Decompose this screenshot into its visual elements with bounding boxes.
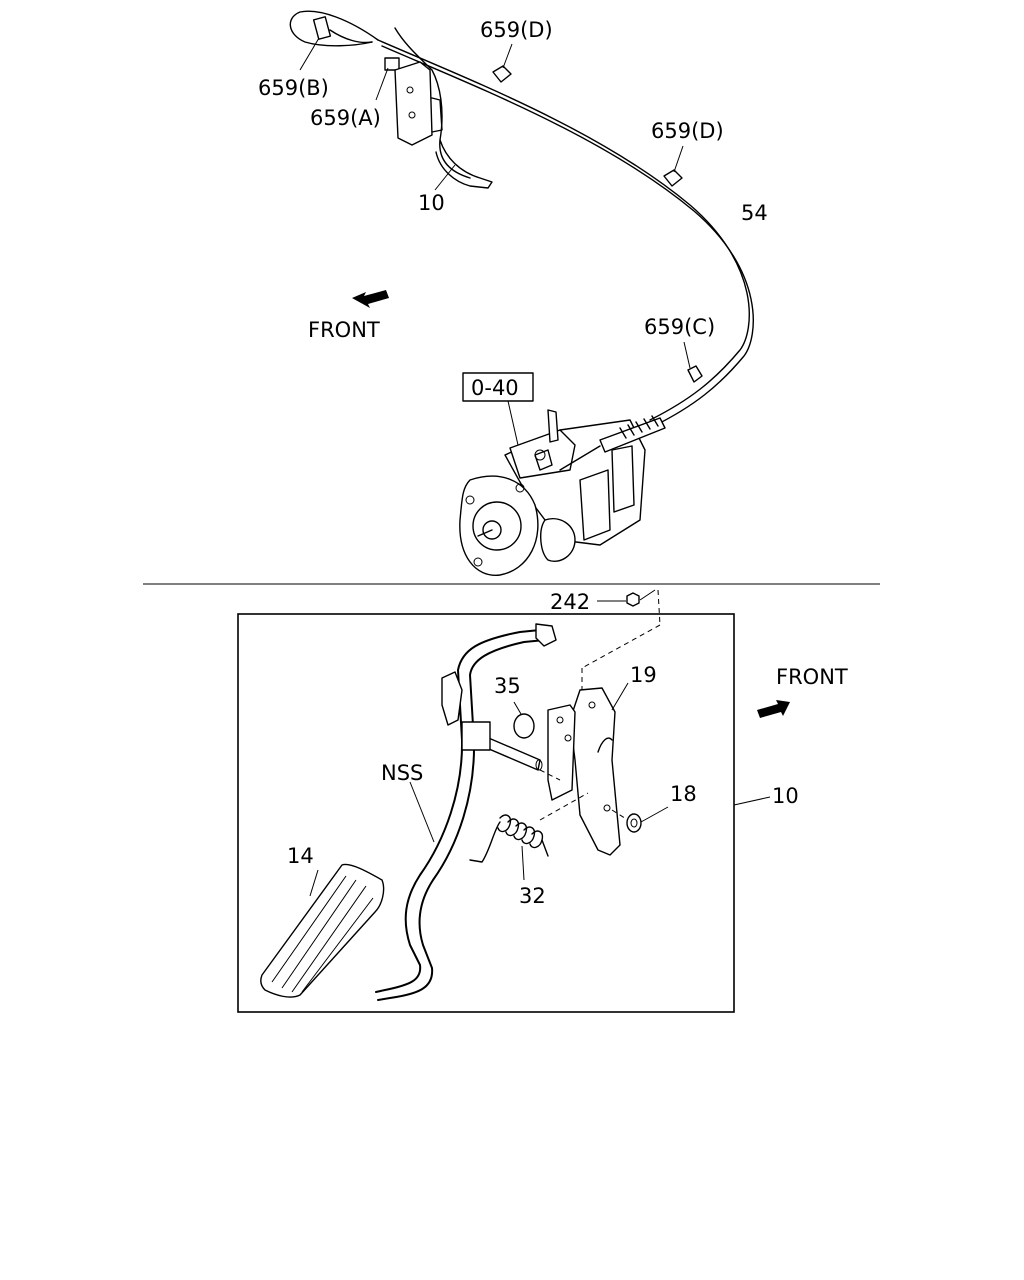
pedal-bracket-top [394, 61, 493, 191]
bolt-242 [581, 589, 661, 690]
pad-35 [513, 701, 535, 739]
pedal-pad-14 [260, 863, 385, 998]
label-659b: 659(B) [258, 76, 329, 100]
label-659c: 659(C) [644, 315, 715, 339]
spring-32 [469, 792, 589, 881]
clip-659c [683, 341, 703, 383]
label-18: 18 [670, 782, 697, 806]
label-19: 19 [630, 663, 657, 687]
label-nss: NSS [381, 761, 423, 785]
injection-pump [459, 372, 666, 576]
pedal-assembly-frame [237, 613, 735, 1013]
label-0-40: 0-40 [471, 376, 519, 400]
bracket-19 [547, 682, 629, 856]
label-35: 35 [494, 674, 521, 698]
washer-18 [611, 806, 669, 833]
label-659d-mid: 659(D) [651, 119, 724, 143]
label-10-top: 10 [418, 191, 445, 215]
label-front-top: FRONT [308, 318, 380, 342]
clip-659a [375, 57, 400, 101]
label-10-bottom: 10 [772, 784, 799, 808]
label-659d-top: 659(D) [480, 18, 553, 42]
label-front-bottom: FRONT [776, 665, 848, 689]
label-659a: 659(A) [310, 106, 381, 130]
label-242: 242 [550, 590, 590, 614]
accelerator-cable-assembly [289, 10, 754, 427]
label-54: 54 [741, 201, 768, 225]
clip-659d-top [492, 43, 513, 83]
clip-659b [299, 16, 332, 71]
label-32: 32 [519, 884, 546, 908]
pedal-arm [375, 623, 561, 1001]
label-14: 14 [287, 844, 314, 868]
clip-659d-mid [663, 145, 684, 187]
front-arrow-bottom [757, 700, 790, 718]
front-arrow-top [352, 290, 389, 308]
